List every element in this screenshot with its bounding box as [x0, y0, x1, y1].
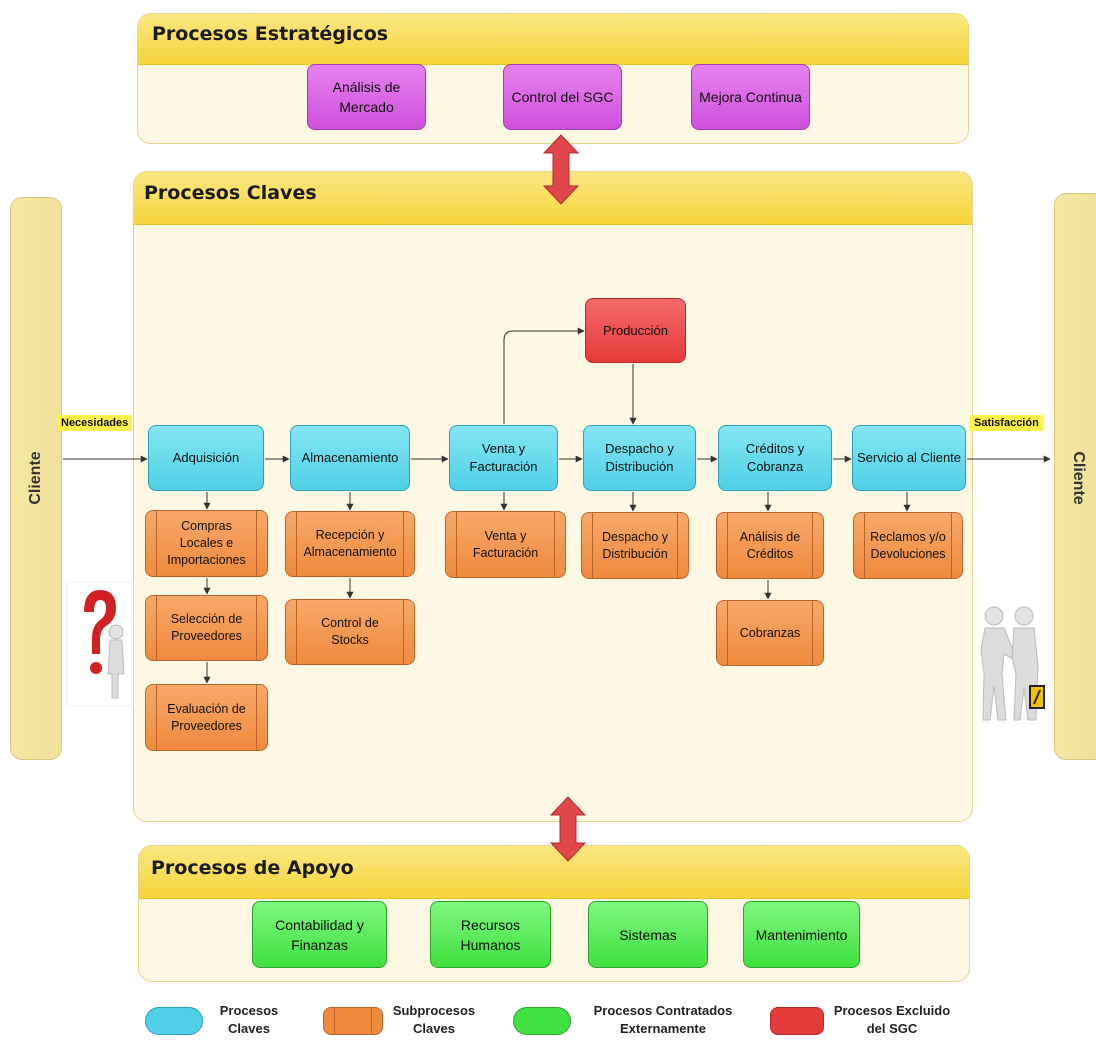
process-mantenimiento[interactable]: Mantenimiento [743, 901, 860, 968]
question-person-icon [66, 582, 132, 706]
legend-swatch-subprocesos-line-l [334, 1008, 335, 1034]
client-right-label: Cliente [1070, 451, 1087, 505]
legend-swatch-excluido [770, 1007, 824, 1035]
subprocess-evaluacion-proveedores[interactable]: Evaluación de Proveedores [145, 684, 268, 751]
process-produccion[interactable]: Producción [585, 298, 686, 363]
legend-swatch-claves [145, 1007, 203, 1035]
tag-necesidades: Necesidades [57, 415, 133, 431]
process-control-sgc[interactable]: Control del SGC [503, 64, 622, 130]
client-left-label: Cliente [27, 451, 44, 505]
client-right-bar [1054, 193, 1096, 760]
client-left-bar [10, 197, 62, 760]
strategic-title: Procesos Estratégicos [152, 23, 389, 45]
legend-label-excluido: Procesos Excluido del SGC [833, 1003, 951, 1036]
tag-satisfaccion: Satisfacción [970, 415, 1043, 431]
legend-swatch-subprocesos [323, 1007, 383, 1035]
process-analisis-mercado[interactable]: Análisis de Mercado [307, 64, 426, 130]
legend-swatch-contratados [513, 1007, 571, 1035]
process-mejora-continua[interactable]: Mejora Continua [691, 64, 810, 130]
support-title: Procesos de Apoyo [151, 857, 354, 879]
subprocess-despacho-distribucion[interactable]: Despacho y Distribución [581, 512, 689, 579]
subprocess-recepcion-almacenamiento[interactable]: Recepción y Almacenamiento [285, 511, 415, 577]
subprocess-compras-locales[interactable]: Compras Locales e Importaciones [145, 510, 268, 577]
key-title: Procesos Claves [144, 182, 317, 204]
process-despacho-distribucion[interactable]: Despacho y Distribución [583, 425, 696, 491]
legend-swatch-subprocesos-line-r [371, 1008, 372, 1034]
subprocess-venta-facturacion[interactable]: Venta y Facturación [445, 511, 566, 578]
process-recursos-humanos[interactable]: Recursos Humanos [430, 901, 551, 968]
process-adquisicion[interactable]: Adquisición [148, 425, 264, 491]
process-creditos-cobranza[interactable]: Créditos y Cobranza [718, 425, 832, 491]
subprocess-reclamos-devoluciones[interactable]: Reclamos y/o Devoluciones [853, 512, 963, 579]
process-servicio-cliente[interactable]: Servicio al Cliente [852, 425, 966, 491]
subprocess-seleccion-proveedores[interactable]: Selección de Proveedores [145, 595, 268, 661]
process-sistemas[interactable]: Sistemas [588, 901, 708, 968]
process-contabilidad[interactable]: Contabilidad y Finanzas [252, 901, 387, 968]
legend-label-contratados: Procesos Contratados Externamente [593, 1003, 733, 1036]
process-almacenamiento[interactable]: Almacenamiento [290, 425, 410, 491]
legend-label-claves: Procesos Claves [219, 1003, 279, 1036]
subprocess-cobranzas[interactable]: Cobranzas [716, 600, 824, 666]
subprocess-analisis-creditos[interactable]: Análisis de Créditos [716, 512, 824, 579]
handshake-icon [980, 606, 1045, 721]
legend-label-subprocesos: Subprocesos Claves [392, 1003, 476, 1036]
subprocess-control-stocks[interactable]: Control de Stocks [285, 599, 415, 665]
process-venta-facturacion[interactable]: Venta y Facturación [449, 425, 558, 491]
